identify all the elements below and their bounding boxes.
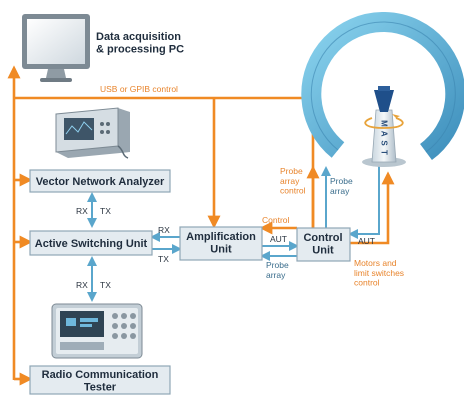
rx-label-mid: RX: [158, 225, 170, 235]
aut-label-right: AUT: [358, 236, 375, 246]
rx-label-bottom: RX: [76, 280, 88, 290]
vna-label: Vector Network Analyzer: [36, 176, 165, 188]
asu-box[interactable]: [29, 230, 153, 256]
rct-box[interactable]: [29, 365, 171, 395]
ctrl-box[interactable]: [296, 227, 351, 262]
monitor-icon: [22, 14, 90, 82]
asu-label: Active Switching Unit: [35, 238, 148, 250]
network-analyzer-icon: [55, 107, 130, 159]
tx-label-mid: TX: [158, 254, 169, 264]
radio-tester-icon: [51, 303, 143, 359]
tx-label-top: TX: [100, 206, 111, 216]
control-label: Control: [262, 215, 290, 225]
antenna-chamber-icon: [301, 12, 464, 167]
vna-box[interactable]: [29, 169, 171, 193]
pc-label: Data acquisition& processing PC: [96, 31, 184, 56]
aut-label-left: AUT: [270, 234, 287, 244]
aut-right-arrow: [348, 162, 380, 239]
motors-control-line: [350, 171, 395, 245]
tx-label-bottom: TX: [100, 280, 111, 290]
rx-label-top: RX: [76, 206, 88, 216]
usb-control-label: USB or GPIB control: [100, 84, 178, 94]
mast-label: M A S T: [380, 120, 389, 156]
signal-lines: [87, 162, 380, 302]
amp-box[interactable]: [179, 226, 263, 261]
